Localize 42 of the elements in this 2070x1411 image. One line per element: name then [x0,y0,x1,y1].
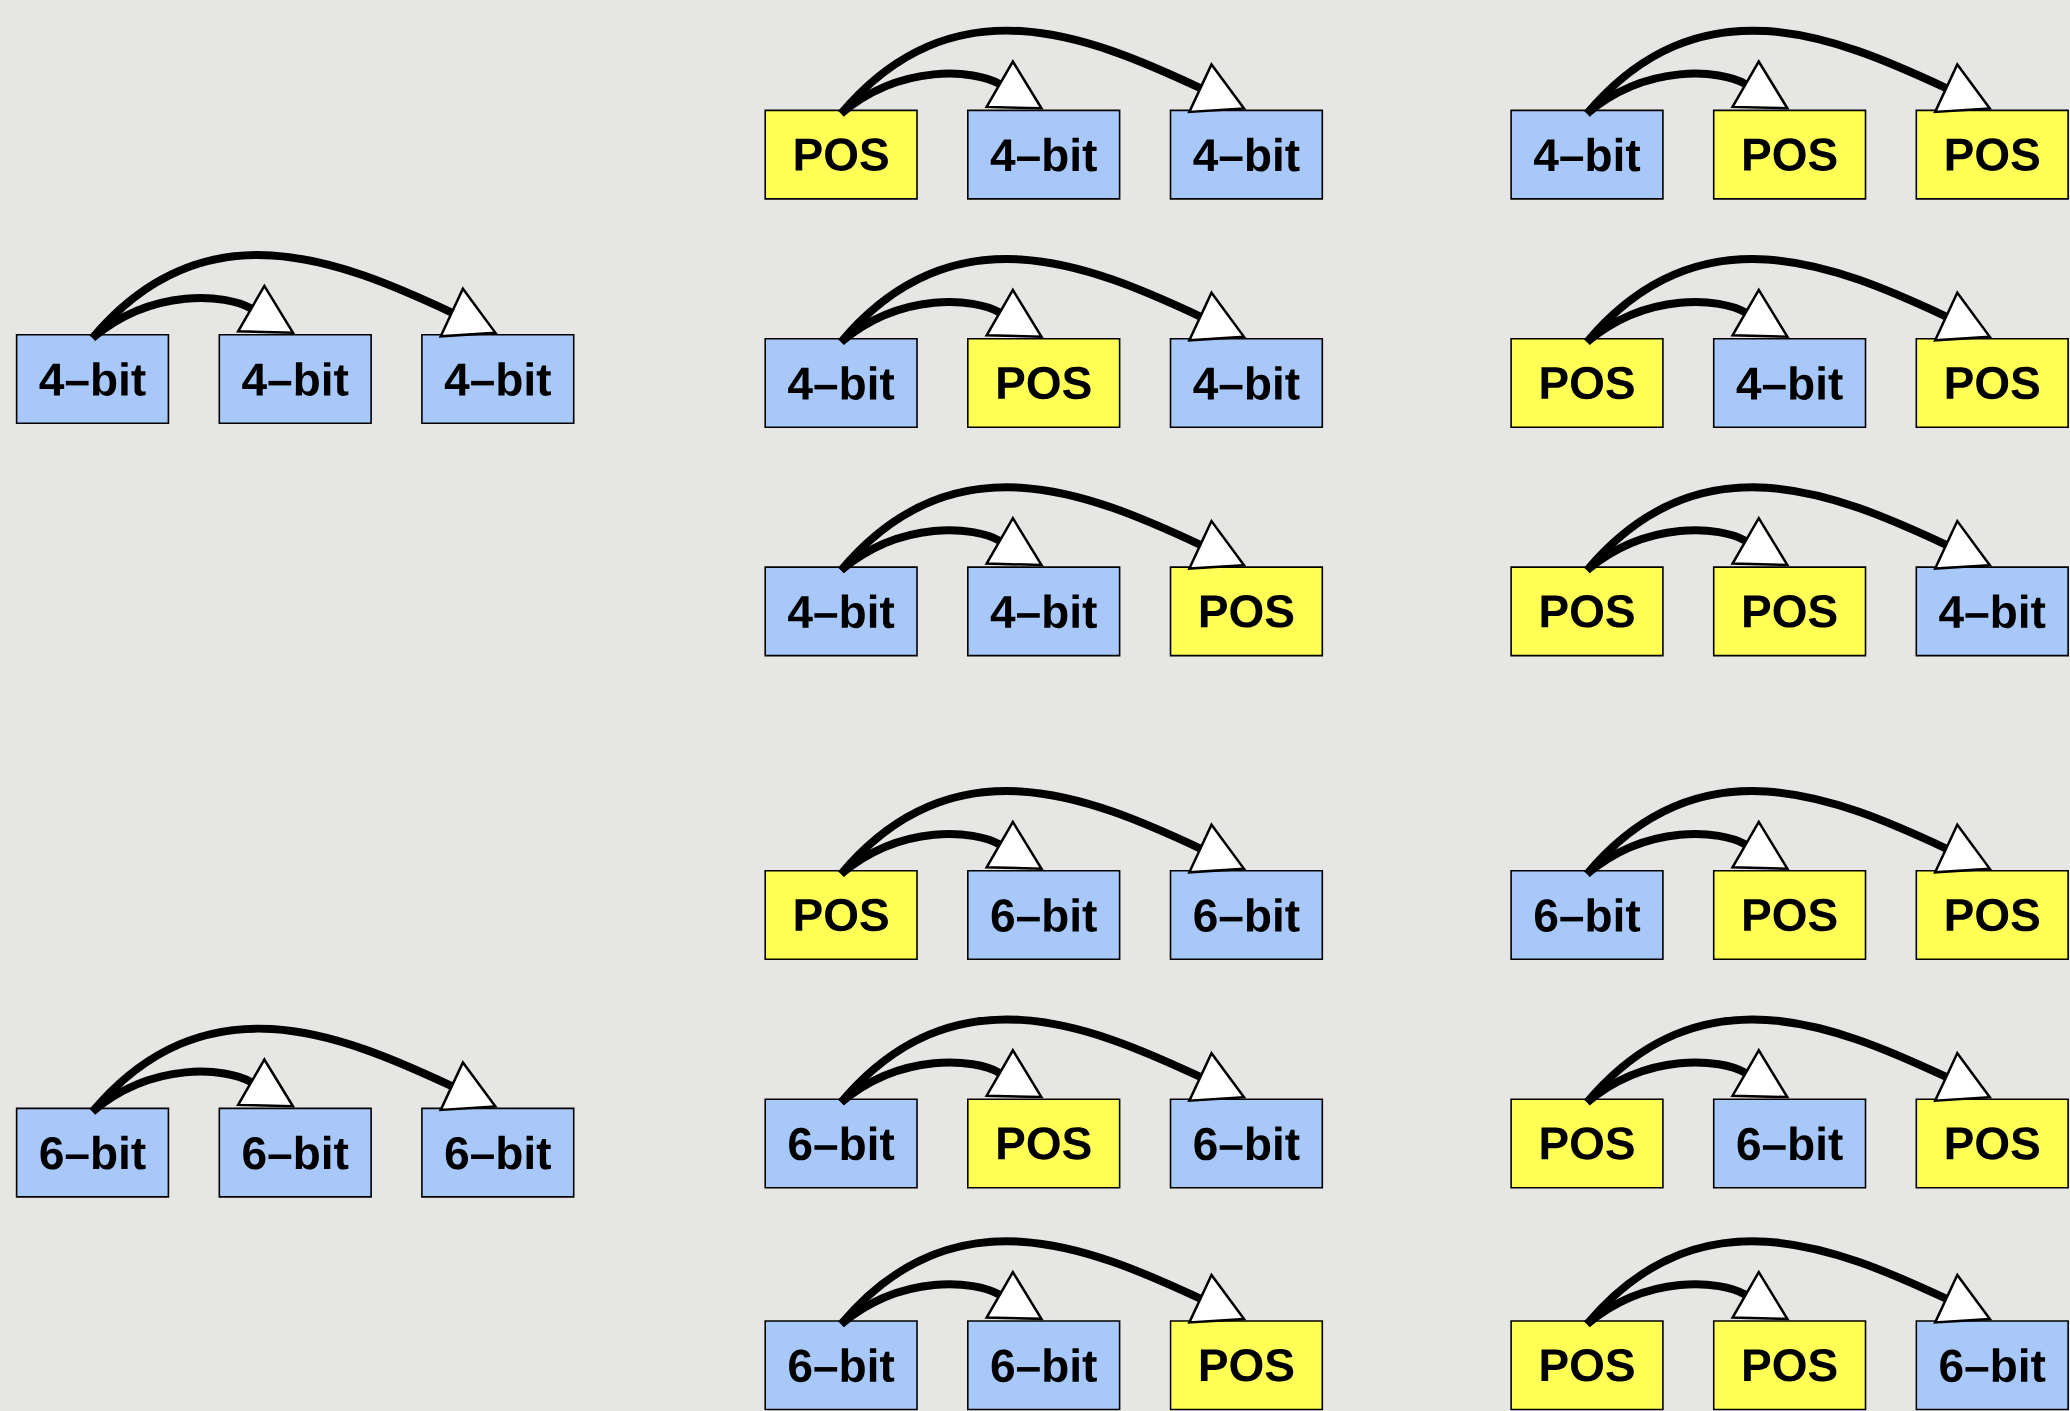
label-box: POS [1169,566,1324,657]
label-box: POS [1510,1098,1664,1189]
label-box: POS [1510,1320,1664,1411]
label-box: 6–bit [967,870,1121,961]
label-box: 6–bit [1169,870,1324,961]
label-box: POS [1510,338,1664,429]
label-box: POS [1915,109,2069,200]
label-box: 6–bit [1510,870,1664,961]
label-box: 4–bit [1510,109,1664,200]
label-box: 4–bit [967,109,1121,200]
label-box: POS [1169,1320,1324,1411]
label-box: 4–bit [967,566,1121,657]
label-box: 6–bit [1915,1320,2069,1411]
label-box: 4–bit [764,338,918,429]
label-box: POS [764,109,918,200]
label-box: POS [1915,870,2069,961]
label-box: POS [1712,1320,1867,1411]
label-box: 4–bit [1712,338,1867,429]
label-box: 4–bit [764,566,918,657]
label-box: POS [1915,1098,2069,1189]
label-box: POS [1712,109,1867,200]
label-box: 4–bit [1915,566,2069,657]
label-box: 6–bit [1712,1098,1867,1189]
label-box: 4–bit [1169,109,1324,200]
label-box: POS [1510,566,1664,657]
label-box: POS [1712,870,1867,961]
label-box: 4–bit [218,333,372,425]
label-box: 4–bit [1169,338,1324,429]
label-box: 4–bit [15,333,170,425]
label-box: 6–bit [764,1320,918,1411]
label-box: POS [967,1098,1121,1189]
label-box: 6–bit [967,1320,1121,1411]
label-box: POS [764,870,918,961]
label-box: POS [967,338,1121,429]
label-box: 4–bit [421,333,575,425]
label-box: POS [1712,566,1867,657]
label-box: 6–bit [15,1107,170,1198]
label-box: POS [1915,338,2069,429]
label-box: 6–bit [218,1107,372,1198]
label-box: 6–bit [1169,1098,1324,1189]
label-box: 6–bit [421,1107,575,1198]
label-box: 6–bit [764,1098,918,1189]
